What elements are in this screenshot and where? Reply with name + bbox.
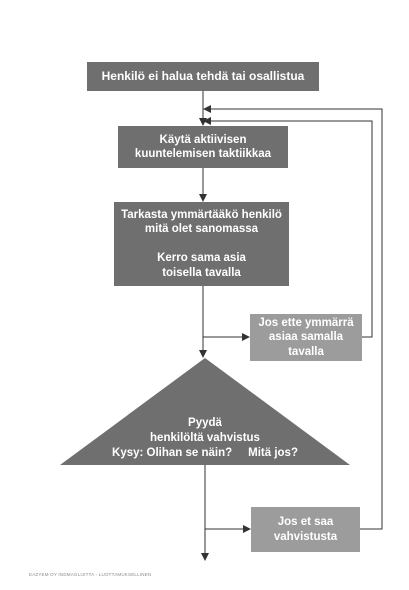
decision-line-3: Kysy: Olihan se näin? Mitä jos? (112, 446, 298, 459)
step-check-understanding: Tarkasta ymmärtääkö henkilö mitä olet sa… (114, 202, 289, 286)
step-active-listening: Käytä aktiivisen kuuntelemisen taktiikka… (118, 126, 288, 168)
step-if-not-understood: Jos ette ymmärrä asiaa samalla tavalla (250, 314, 362, 361)
step-if-no-confirmation: Jos et saa vahvistusta (251, 507, 360, 552)
loop-no-confirmation-back (203, 105, 383, 530)
step-start: Henkilö ei halua tehdä tai osallistua (87, 62, 319, 91)
decision-line-1: Pyydä (188, 417, 222, 429)
loop-not-understood-back (203, 117, 373, 338)
footer-text: EAZYEM OY INDMAGLIJITTA - LUOTTAMUKSELLI… (29, 572, 152, 577)
decision-label: Pyydä henkilöltä vahvistus Kysy: Olihan … (80, 416, 330, 461)
decision-line-2: henkilöltä vahvistus (150, 431, 260, 444)
decision-triangle (60, 358, 350, 465)
